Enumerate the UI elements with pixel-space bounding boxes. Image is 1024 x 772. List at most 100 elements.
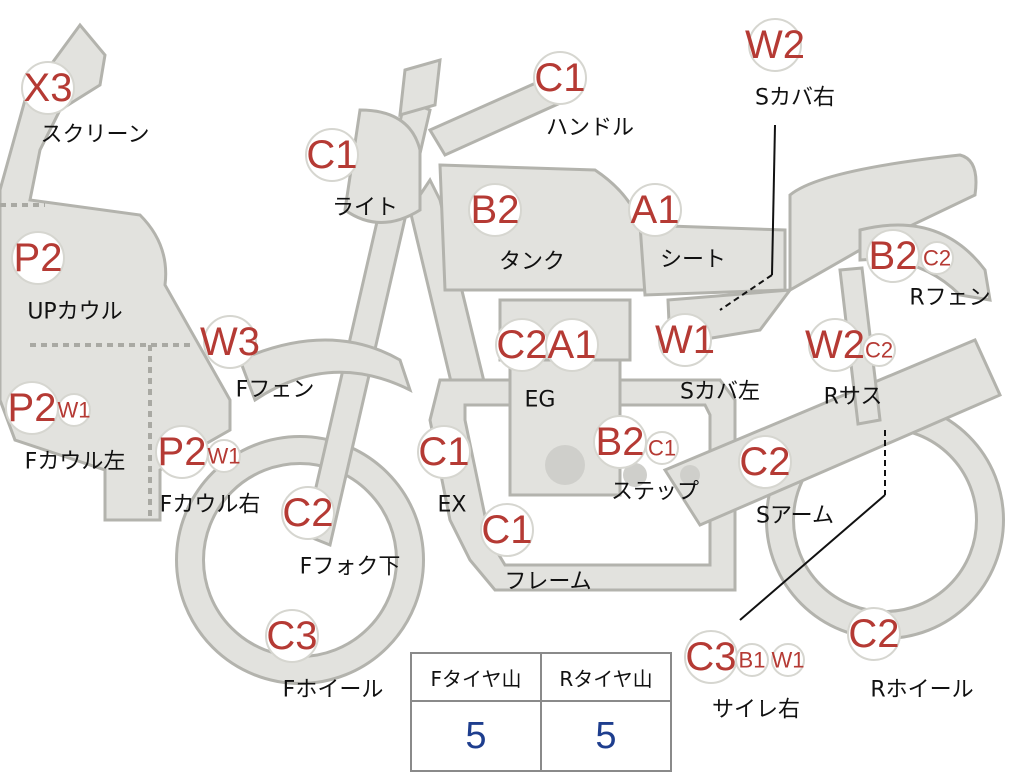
part-label: Fホイール [283,678,384,703]
grade-badge-circle [771,643,805,677]
grade-badge-circle [862,333,896,367]
grade-badge-circle [738,435,792,489]
front-tread-header: Fタイヤ山 [410,652,542,702]
part-label: Sカバ左 [680,380,760,405]
grade-badge-circle [808,318,862,372]
grade-code: W1 [58,398,91,423]
frame-grade: C1 フレーム [480,503,592,595]
part-label: EX [438,493,467,518]
part-label: フレーム [504,570,591,595]
part-label: Rフェン [909,286,990,311]
part-label: Fカウル右 [160,493,261,518]
tail-cowl-shape [788,153,978,293]
grade-code: C1 [306,133,357,177]
grade-code: C2 [496,323,547,367]
front-wheel-inner [178,438,422,682]
grade-badge-circle [866,229,920,283]
grade-code: C1 [481,508,532,552]
grade-badge-circle [748,18,802,72]
grade-badge-circle [847,607,901,661]
grade-code: W2 [745,23,805,67]
grade-code: P2 [8,386,57,430]
step-peg-shape-2 [680,465,700,485]
grade-badge-circle [281,486,335,540]
grade-code: B2 [471,188,520,232]
grade-code: C2 [282,491,333,535]
part-label: Fフォク下 [300,555,401,580]
part-label: Sカバ右 [755,86,835,111]
part-label: タンク [499,250,565,275]
grade-code: C1 [648,436,676,461]
grade-code: W1 [655,318,715,362]
cowl-shape [0,22,232,522]
rear-tread-header: Rタイヤ山 [540,652,672,702]
part-label: ハンドル [546,116,634,141]
grade-code: P2 [158,430,207,474]
grade-badge-circle [658,313,712,367]
grade-code: W1 [772,648,805,673]
grade-badge-circle [545,318,599,372]
grade-code: P2 [14,236,63,280]
grade-badge-circle [265,609,319,663]
part-label: スクリーン [41,123,150,148]
grade-code: C3 [266,614,317,658]
tire-tread-table: Fタイヤ山 Rタイヤ山 5 5 [410,652,672,772]
grade-code: C1 [534,56,585,100]
grade-code: A1 [548,323,597,367]
grade-code: B1 [739,648,766,673]
part-label: Rサス [824,385,883,410]
part-label: ステップ [611,480,699,505]
grade-badge-circle [468,183,522,237]
part-label: Sアーム [756,504,834,529]
grade-badge-circle [305,128,359,182]
grade-code: X3 [24,66,73,110]
part-label: Fフェン [236,378,315,403]
engine-cover-shape [545,445,585,485]
grade-code: C2 [865,338,893,363]
grade-badge-circle [207,439,241,473]
rear-tread-value: 5 [540,700,672,772]
grade-badge-circle [735,643,769,677]
grade-badge-circle [203,315,257,369]
grade-badge-circle [417,425,471,479]
grade-code: W2 [805,323,865,367]
handle-grade: C1 ハンドル [533,51,634,141]
grade-badge-circle [11,231,65,285]
grade-badge-circle [57,393,91,427]
grade-badge-circle [593,415,647,469]
screen-grade: X3 スクリーン [21,61,150,148]
step-peg-shape [623,463,647,487]
grade-badge-circle [920,241,954,275]
grade-code: B2 [596,420,645,464]
tank-grade: B2 タンク [468,183,565,275]
grade-code: W3 [200,320,260,364]
part-label: シート [660,248,726,273]
grade-code: A1 [631,188,680,232]
light-shape [343,108,422,224]
grade-badge-circle [21,61,75,115]
grade-badge-circle [628,183,682,237]
part-label: EG [525,388,556,413]
grade-code: C3 [685,635,736,679]
part-label: Rホイール [870,678,973,703]
silencer-leader-2 [739,494,886,621]
front-fender-shape [238,338,413,403]
grade-code: W1 [208,444,241,469]
part-label: Fカウル左 [25,450,126,475]
grade-badge-circle [480,503,534,557]
